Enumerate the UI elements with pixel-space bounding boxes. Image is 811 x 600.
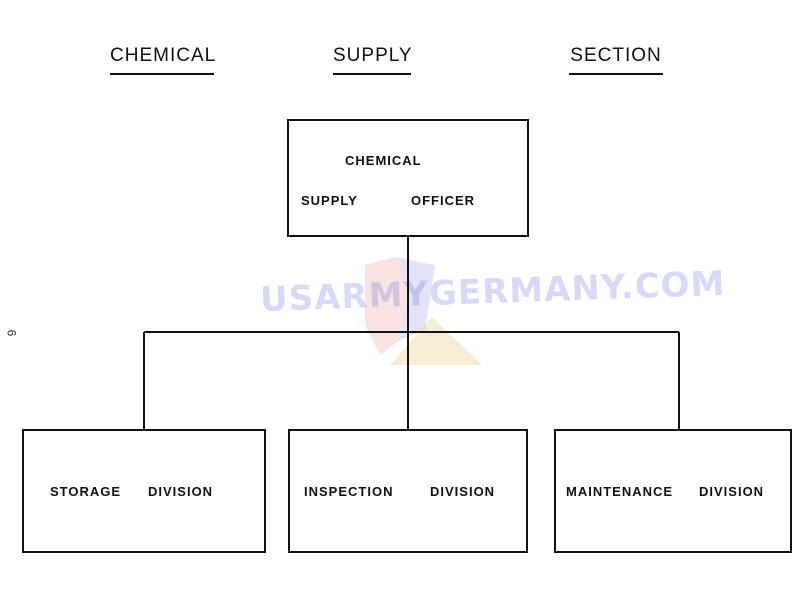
- inspection-division-box: INSPECTION DIVISION: [288, 429, 528, 553]
- storage-division-word-2: DIVISION: [148, 484, 214, 499]
- officer-title-line1: CHEMICAL: [345, 153, 422, 168]
- watermark-text: USARMYGERMANY.COM: [259, 263, 727, 321]
- inspection-division-word-2: DIVISION: [430, 484, 496, 499]
- maintenance-division-word-1: MAINTENANCE: [566, 484, 674, 499]
- officer-title-word-officer: OFFICER: [411, 193, 476, 208]
- inspection-division-word-1: INSPECTION: [304, 484, 394, 499]
- watermark-triangle: [390, 317, 482, 365]
- watermark-shield-left: [365, 257, 410, 355]
- title-word-section: SECTION: [569, 45, 663, 75]
- watermark-shield-right: [395, 257, 435, 340]
- title-word-supply: SUPPLY: [333, 45, 412, 75]
- watermark-emblem-icon: [365, 257, 482, 365]
- title-word-chemical: CHEMICAL: [110, 45, 215, 75]
- officer-title-word-supply: SUPPLY: [301, 193, 358, 208]
- page-number: 6: [4, 329, 19, 337]
- maintenance-division-word-2: DIVISION: [699, 484, 765, 499]
- maintenance-division-box: MAINTENANCE DIVISION: [554, 429, 792, 553]
- storage-division-box: STORAGE DIVISION: [22, 429, 266, 553]
- watermark: USARMYGERMANY.COM: [259, 225, 727, 385]
- chemical-supply-officer-box: CHEMICAL SUPPLY OFFICER: [287, 119, 529, 237]
- storage-division-word-1: STORAGE: [50, 484, 122, 499]
